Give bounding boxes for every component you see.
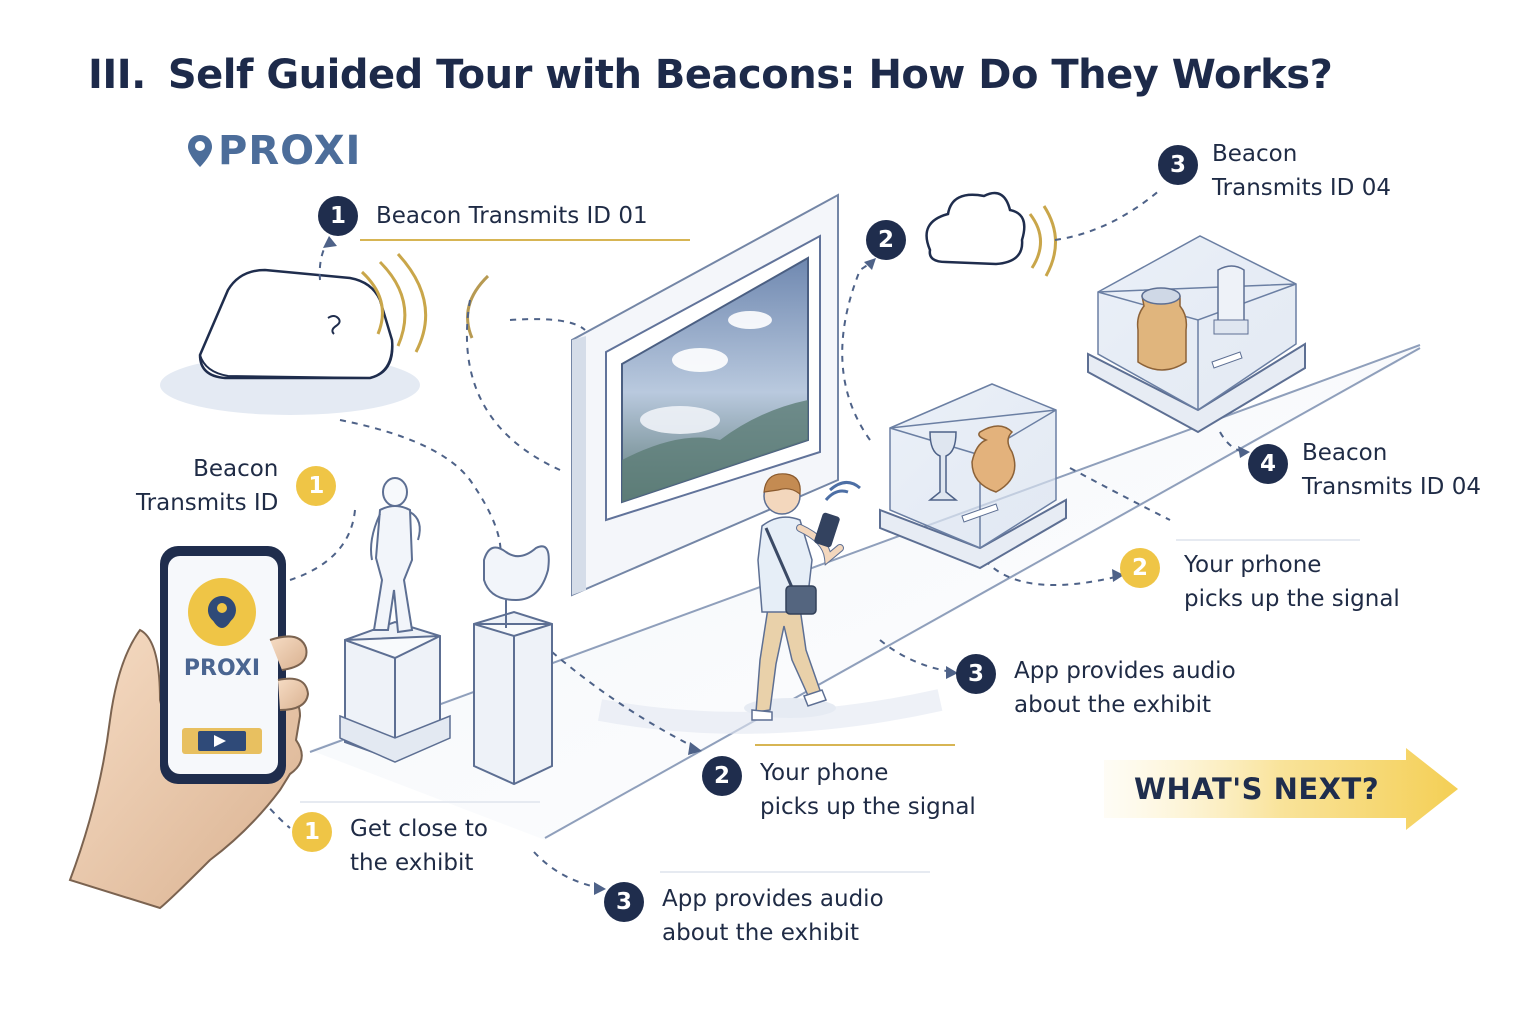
step-badge: 1	[292, 812, 332, 852]
step-badge: 2	[1120, 548, 1160, 588]
step-badge: 4	[1248, 444, 1288, 484]
step-badge: 2	[866, 220, 906, 260]
visitor-person	[744, 473, 844, 721]
label-beacon-3: 3 Beacon Transmits ID 04	[1158, 137, 1391, 205]
step-badge: 3	[604, 882, 644, 922]
label-get-close: 1 Get close to the exhibit	[292, 812, 488, 880]
cloud-icon	[925, 191, 1026, 266]
label-beacon-1-top: 1 Beacon Transmits ID 01	[318, 196, 648, 236]
statue-exhibit	[339, 477, 451, 763]
brand-name: PROXI	[218, 128, 362, 174]
label-phone-picks-right: 2 Your prhone picks up the signal	[1120, 548, 1400, 616]
glass-case-vases	[879, 383, 1067, 570]
signal-waves-blue	[824, 481, 861, 501]
connector-arrowheads	[323, 236, 1250, 895]
hand-holding-phone	[68, 546, 310, 910]
beacon-device	[160, 268, 420, 415]
title-text: Self Guided Tour with Beacons: How Do Th…	[167, 52, 1333, 98]
label-step-2-cloud: 2	[866, 220, 924, 260]
step-badge: 1	[296, 466, 337, 506]
step-text: Beacon Transmits ID	[136, 456, 279, 516]
label-beacon-4: 4 Beacon Transmits ID 04	[1248, 436, 1481, 504]
step-text: Get close to the exhibit	[350, 816, 488, 876]
brand-logo: PROXI	[186, 128, 361, 174]
sculpture-pedestal	[473, 545, 553, 786]
step-text: App provides audio about the exhibit	[662, 886, 884, 946]
step-text: Beacon Transmits ID 04	[1212, 141, 1391, 201]
step-text: Your phone picks up the signal	[760, 760, 976, 820]
step-badge: 2	[702, 756, 742, 796]
label-audio-bottom: 3 App provides audio about the exhibit	[604, 882, 884, 950]
step-text: Beacon Transmits ID 04	[1302, 440, 1481, 500]
label-underlines	[300, 239, 1360, 873]
step-badge: 1	[318, 196, 358, 236]
whats-next-label: WHAT'S NEXT?	[1134, 772, 1380, 806]
step-badge: 3	[956, 654, 996, 694]
whats-next-button[interactable]: WHAT'S NEXT?	[1104, 748, 1460, 830]
page-title: III. Self Guided Tour with Beacons: How D…	[88, 52, 1333, 98]
label-beacon-1-left: 1 Beacon Transmits ID	[136, 452, 337, 520]
arrow-right-icon	[1104, 748, 1458, 830]
step-text: Your prhone picks up the signal	[1184, 552, 1400, 612]
step-text: Beacon Transmits ID 01	[376, 203, 648, 229]
phone-app-brand: PROXI	[183, 656, 261, 681]
step-badge: 3	[1158, 145, 1198, 185]
label-audio-right: 3 App provides audio about the exhibit	[956, 654, 1236, 722]
location-pin-icon	[188, 135, 212, 167]
section-number: III.	[88, 52, 146, 98]
glass-case-jars	[1087, 235, 1306, 434]
label-phone-picks-middle: 2 Your phone picks up the signal	[702, 756, 976, 824]
step-text: App provides audio about the exhibit	[1014, 658, 1236, 718]
dashed-connectors	[261, 189, 1246, 889]
